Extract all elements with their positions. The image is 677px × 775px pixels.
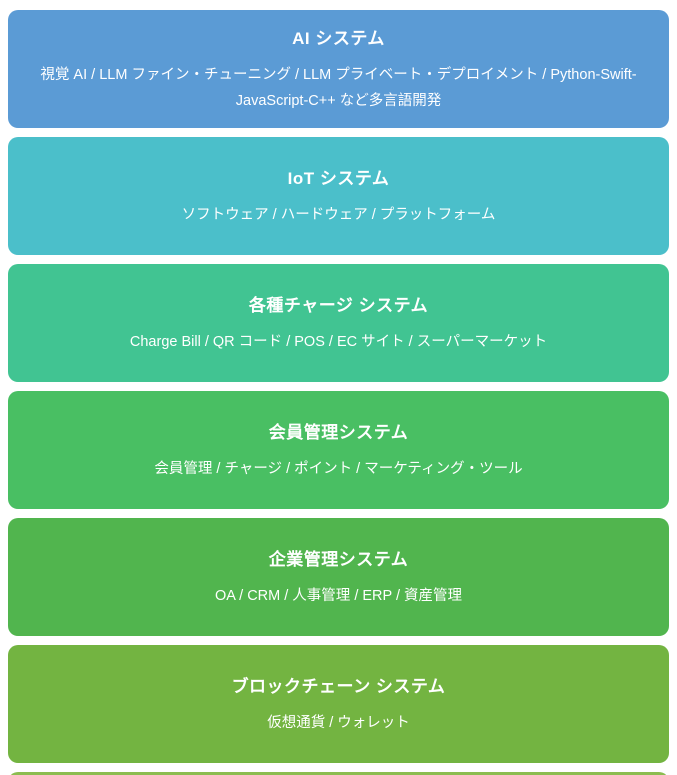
card-subtitle-ai-system: 視覚 AI / LLM ファイン・チューニング / LLM プライベート・デプロ… <box>40 67 637 109</box>
card-subtitle-blockchain-system: 仮想通貨 / ウォレット <box>267 714 410 731</box>
card-title-blockchain-system: ブロックチェーン システム <box>231 676 446 696</box>
card-enterprise-system: 企業管理システム OA / CRM / 人事管理 / ERP / 資産管理 <box>8 518 669 636</box>
card-subtitle-charge-system: Charge Bill / QR コード / POS / EC サイト / スー… <box>129 333 548 350</box>
card-charge-system: 各種チャージ システム Charge Bill / QR コード / POS /… <box>8 264 669 382</box>
card-blockchain-system: ブロックチェーン システム 仮想通貨 / ウォレット <box>8 645 669 763</box>
card-subtitle-membership-system: 会員管理 / チャージ / ポイント / マーケティング・ツール <box>154 460 523 477</box>
card-subtitle-iot-system: ソフトウェア / ハードウェア / プラットフォーム <box>181 206 496 223</box>
card-title-charge-system: 各種チャージ システム <box>248 295 429 315</box>
card-membership-system: 会員管理システム 会員管理 / チャージ / ポイント / マーケティング・ツー… <box>8 391 669 509</box>
card-title-enterprise-system: 企業管理システム <box>268 549 409 569</box>
card-partial-bottom <box>8 772 669 775</box>
card-title-ai-system: AI システム <box>292 29 385 49</box>
card-iot-system: IoT システム ソフトウェア / ハードウェア / プラットフォーム <box>8 137 669 255</box>
card-title-iot-system: IoT システム <box>287 168 390 188</box>
card-title-membership-system: 会員管理システム <box>268 422 409 442</box>
card-subtitle-enterprise-system: OA / CRM / 人事管理 / ERP / 資産管理 <box>214 587 463 604</box>
card-ai-system: AI システム 視覚 AI / LLM ファイン・チューニング / LLM プラ… <box>8 10 669 128</box>
